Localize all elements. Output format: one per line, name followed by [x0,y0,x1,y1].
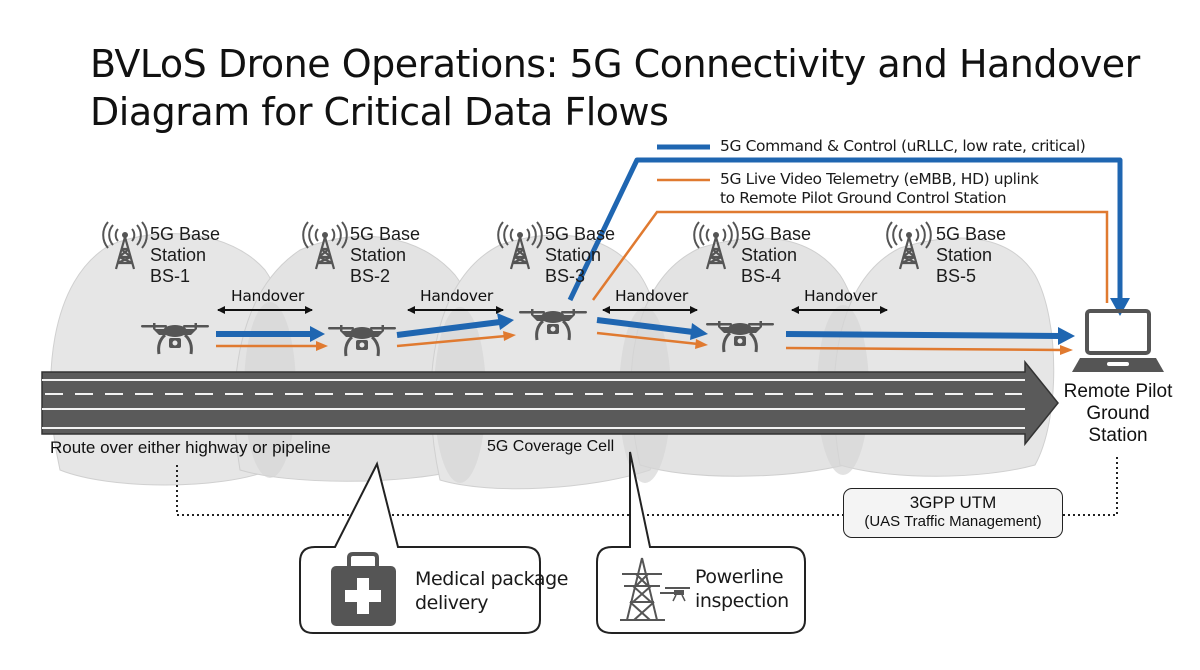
callout-line2: delivery [415,592,489,614]
legend-video-line-2: to Remote Pilot Ground Control Station [720,189,1007,207]
handover-label: Handover [804,287,877,305]
title-line-1: BVLoS Drone Operations: 5G Connectivity … [90,42,1140,86]
highway [41,359,1059,447]
gs-line3: Station [1088,425,1148,446]
data-flow-arrows [216,313,1075,355]
laptop-icon [1072,309,1164,372]
utm-box: 3GPP UTM (UAS Traffic Management) [843,488,1063,538]
powerline-tower-icon [620,557,690,621]
bs-id: BS-5 [936,266,977,286]
bs-line2: Station [150,245,207,265]
gs-line2: Ground [1086,403,1150,424]
legend-video-line-1: 5G Live Video Telemetry (eMBB, HD) uplin… [720,170,1039,188]
handover-label: Handover [420,287,493,305]
bs-line1: 5G Base [741,224,812,244]
coverage-cell-label: 5G Coverage Cell [487,438,615,455]
bs-line1: 5G Base [545,224,616,244]
callout-line1: Powerline [695,566,784,588]
bs-id: BS-2 [350,266,391,286]
bs-line1: 5G Base [150,224,221,244]
utm-connector-right [1063,455,1118,516]
bs-id: BS-4 [741,266,782,286]
bs-line2: Station [545,245,602,265]
utm-title: 3GPP UTM [909,493,997,512]
medical-kit-icon [331,552,396,626]
callout-line1: Medical package [415,568,569,590]
base-station-label-bs4: 5G Base Station BS-4 [741,224,811,287]
base-station-label-bs2: 5G Base Station BS-2 [350,224,420,287]
bs-line2: Station [936,245,993,265]
legend-command-control: 5G Command & Control (uRLLC, low rate, c… [720,137,1086,155]
page-title: BVLoS Drone Operations: 5G Connectivity … [90,40,1150,136]
utm-connector-left [176,465,843,516]
command-control-uplink [567,157,1123,305]
base-station-label-bs5: 5G Base Station BS-5 [936,224,1006,287]
ground-station-label: Remote Pilot Ground Station [1058,381,1178,447]
command-control-arrowhead [1110,298,1130,316]
handover-label: Handover [231,287,304,305]
base-station-label-bs3: 5G Base Station BS-3 [545,224,615,287]
bs-line2: Station [350,245,407,265]
legend-video-telemetry: 5G Live Video Telemetry (eMBB, HD) uplin… [720,170,1039,208]
bs-id: BS-1 [150,266,191,286]
bs-line1: 5G Base [350,224,421,244]
bs-line1: 5G Base [936,224,1007,244]
handover-label: Handover [615,287,688,305]
route-label: Route over either highway or pipeline [50,438,331,457]
utm-subtitle: (UAS Traffic Management) [864,513,1042,530]
gs-line1: Remote Pilot [1063,381,1173,402]
callout-line2: inspection [695,590,789,612]
callout-powerline-text: Powerline inspection [695,565,789,613]
video-telemetry-uplink [591,210,1109,303]
bs-id: BS-3 [545,266,586,286]
title-line-2: Diagram for Critical Data Flows [90,90,669,134]
base-station-label-bs1: 5G Base Station BS-1 [150,224,220,287]
bs-line2: Station [741,245,798,265]
callout-medical-text: Medical package delivery [415,567,568,615]
